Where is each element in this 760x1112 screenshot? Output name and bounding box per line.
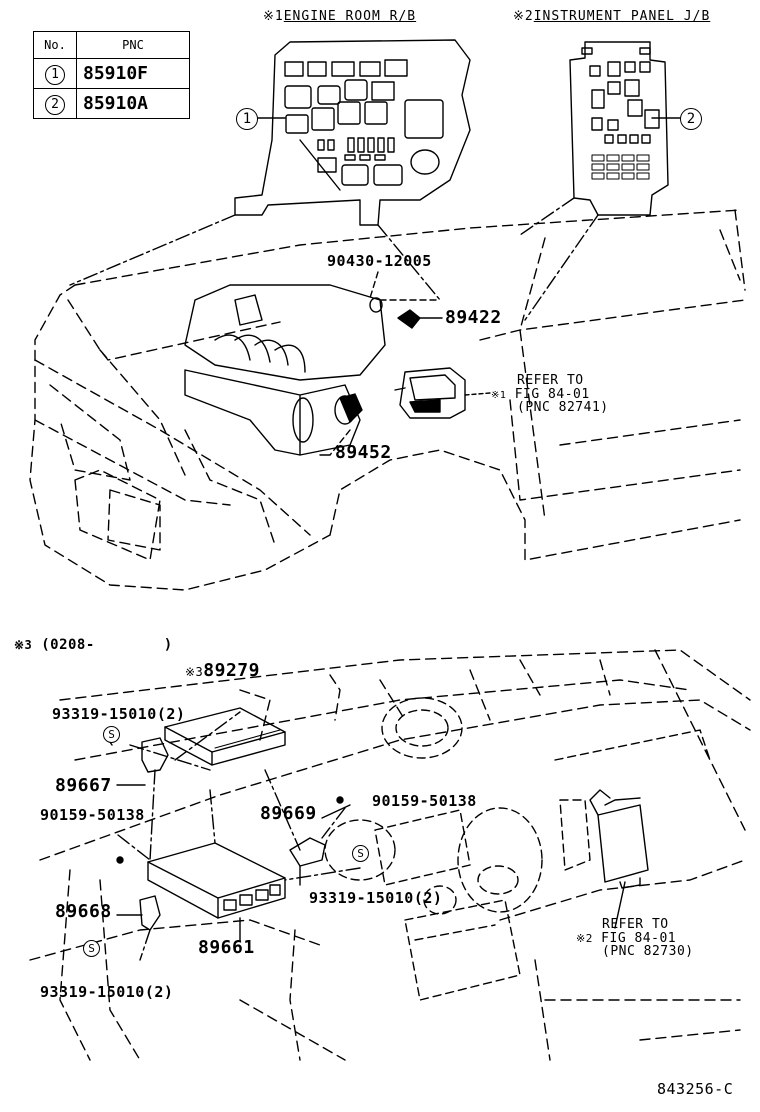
part-93319-15010-c: 93319-15010(2)	[40, 983, 174, 1001]
refer-line: REFER TO	[517, 373, 584, 388]
s-mark-c: S	[83, 940, 100, 957]
relay-block-82741	[394, 367, 491, 419]
part-89661: 89661	[198, 937, 255, 958]
instrument-panel-title: ※2INSTRUMENT PANEL J/B	[513, 10, 710, 23]
instrument-panel-jb	[569, 41, 681, 216]
part-89667: 89667	[55, 775, 112, 796]
s-mark-b: S	[352, 845, 369, 862]
upper-small-parts	[319, 271, 443, 456]
row-pnc: 85910A	[76, 88, 190, 119]
refer-line: FIG 84-01	[514, 386, 590, 402]
part-93319-15010-a: 93319-15010(2)	[52, 705, 186, 723]
header-pnc: PNC	[76, 31, 190, 59]
table-row: 1 85910F	[33, 58, 190, 89]
engine-room-relay-block	[234, 39, 471, 226]
part-89279: ※389279	[185, 662, 260, 680]
part-93319-15010-b: 93319-15010(2)	[309, 889, 443, 907]
note-close: )	[163, 637, 173, 653]
diagram-code: 843256-C	[657, 1080, 734, 1098]
ref-mark: ※3	[185, 665, 204, 679]
dashboard-vents	[324, 697, 711, 1001]
row-number: 1	[45, 64, 65, 85]
callout-2: 2	[680, 108, 702, 130]
callout-1: 1	[236, 108, 258, 130]
refer-line: REFER TO	[602, 917, 669, 932]
engine-block	[184, 284, 386, 456]
engine-room-title: ※1ENGINE ROOM R/B	[263, 10, 416, 23]
part-90159-50138-a: 90159-50138	[40, 806, 145, 824]
part-89452: 89452	[335, 442, 392, 463]
pnc-table: No. PNC 1 85910F 2 85910A	[33, 31, 190, 119]
row-pnc: 85910F	[76, 58, 190, 89]
header-no: No.	[33, 31, 77, 59]
part-89669: 89669	[260, 803, 317, 824]
table-row: 2 85910A	[33, 88, 190, 119]
ref-mark: ※2	[513, 9, 534, 24]
car-front-outline	[29, 209, 746, 591]
bolts	[116, 796, 344, 864]
lower-dashdot-leaders	[117, 711, 361, 961]
row-number: 2	[45, 94, 65, 115]
ref-mark: ※2	[576, 931, 593, 945]
part-90430-12005: 90430-12005	[327, 252, 432, 270]
ref-mark: ※1	[491, 389, 507, 401]
inset-title: ENGINE ROOM R/B	[283, 9, 417, 24]
part-89668: 89668	[55, 901, 112, 922]
refer-line: (PNC 82730)	[602, 944, 694, 960]
inset-leader-lines	[69, 197, 599, 321]
part-number: 89279	[203, 660, 260, 681]
applicability-note: ※3 (0208- )	[14, 638, 173, 652]
s-mark-a: S	[103, 726, 120, 743]
ref-mark: ※3	[14, 638, 33, 652]
refer-note-82730: REFER TO ※2 FIG 84-01 (PNC 82730)	[576, 918, 694, 959]
dashboard-outline	[29, 649, 751, 1061]
inset-title: INSTRUMENT PANEL J/B	[533, 9, 711, 24]
refer-line: (PNC 82741)	[517, 400, 609, 416]
part-89422: 89422	[445, 307, 502, 328]
lower-solid-parts	[109, 707, 649, 941]
ref-mark: ※1	[263, 9, 284, 24]
refer-line: FIG 84-01	[601, 930, 677, 946]
pnc-table-header: No. PNC	[33, 31, 190, 59]
refer-note-82741: REFER TO ※1 FIG 84-01 (PNC 82741)	[491, 374, 609, 415]
note-text: (0208-	[41, 637, 95, 653]
part-90159-50138-b: 90159-50138	[372, 792, 477, 810]
